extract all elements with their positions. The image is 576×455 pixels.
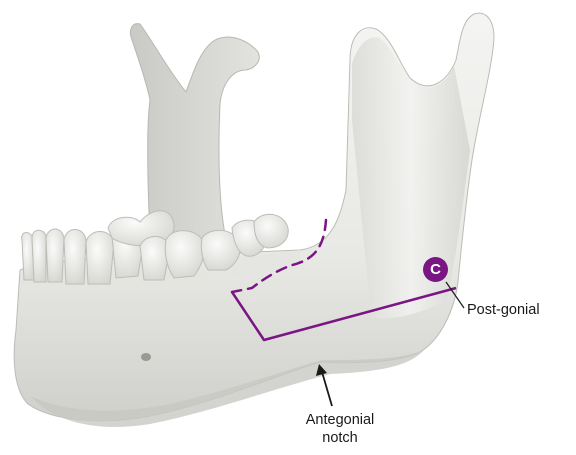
post-gonial-label: Post-gonial bbox=[467, 301, 540, 319]
antegonial-line-2: notch bbox=[294, 429, 386, 447]
marker-c-badge: C bbox=[423, 257, 448, 282]
far-ramus bbox=[130, 24, 259, 240]
mental-foramen bbox=[141, 353, 151, 361]
marker-c-letter: C bbox=[430, 261, 441, 278]
antegonial-line-1: Antegonial bbox=[294, 411, 386, 429]
antegonial-notch-label: Antegonial notch bbox=[294, 411, 386, 447]
